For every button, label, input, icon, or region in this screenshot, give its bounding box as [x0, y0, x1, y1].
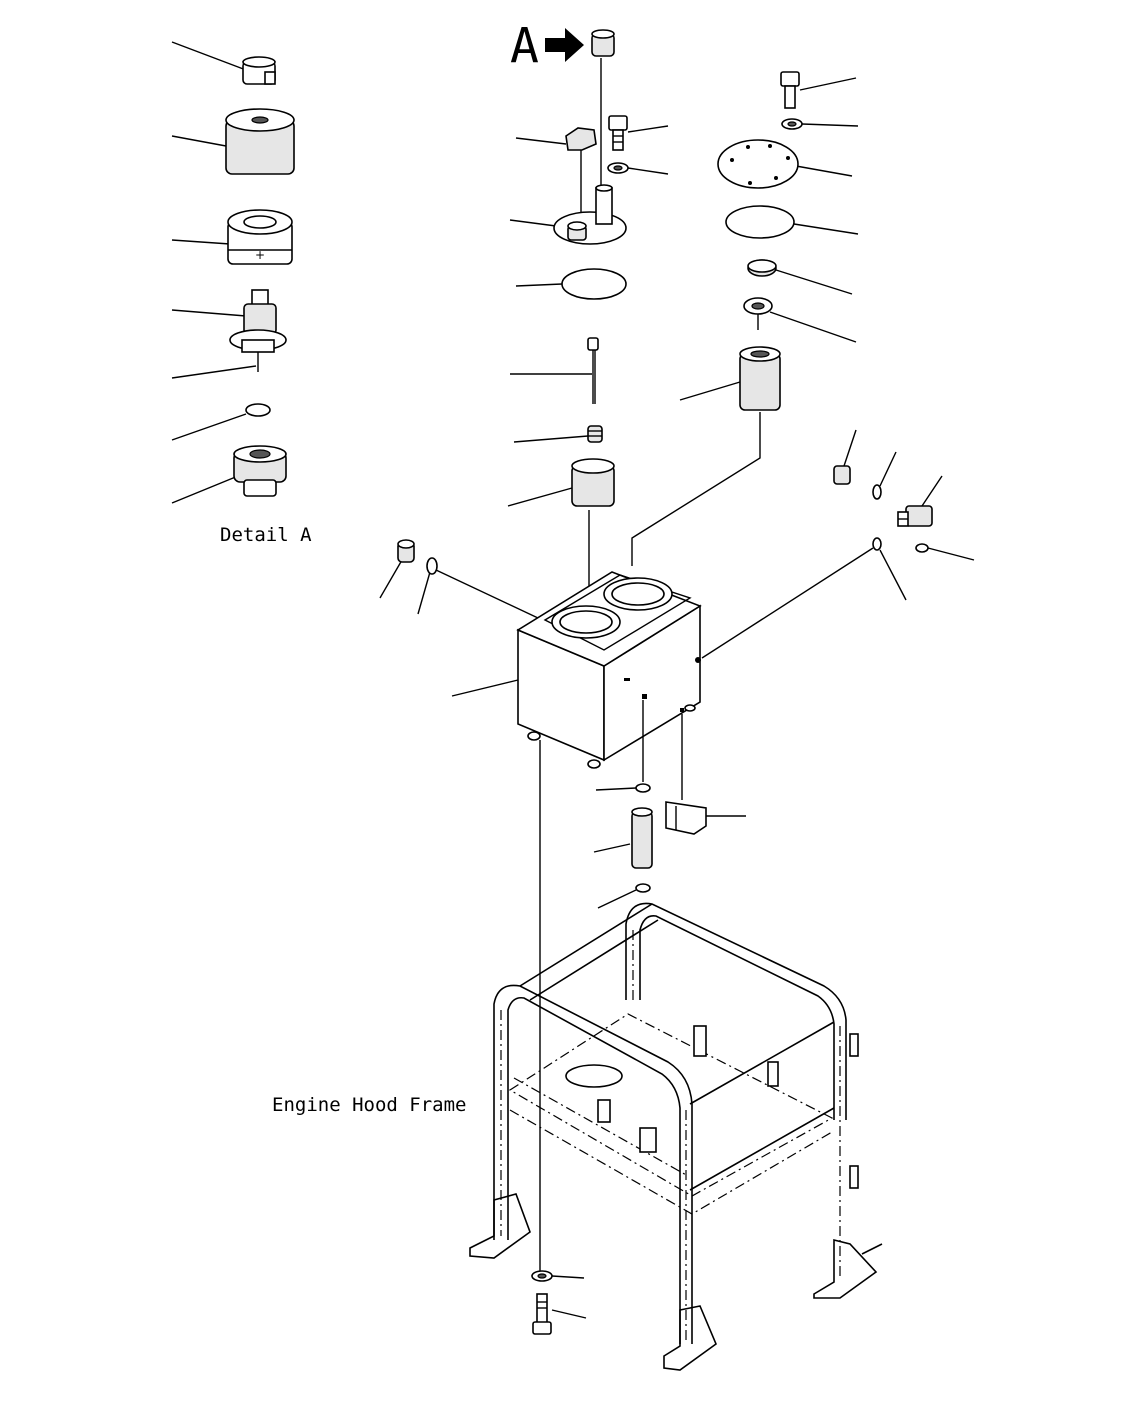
detail-o-ring	[171, 403, 271, 441]
head-plate	[509, 184, 627, 245]
sensor-o-ring-2	[915, 543, 975, 561]
detail-a-group: + Detail A	[171, 41, 312, 546]
pressure-sensor	[897, 475, 943, 527]
engine-hood-frame	[469, 902, 883, 1371]
detail-nut	[171, 445, 287, 504]
suction-strainer	[631, 346, 781, 566]
sensor-o-ring-1	[872, 451, 897, 500]
head-knob	[515, 127, 597, 216]
drain-group	[593, 783, 746, 909]
detail-strainer: +	[171, 209, 293, 265]
spring	[513, 425, 603, 443]
drain-pipe	[593, 807, 653, 869]
detail-valve	[171, 289, 287, 379]
engine-hood-frame-label: Engine Hood Frame	[272, 1094, 466, 1116]
head-bolt	[608, 115, 669, 151]
head-washer	[607, 162, 669, 175]
drain-o-ring-lower	[597, 883, 651, 909]
sensor-nut	[833, 429, 857, 485]
filter-head-group	[507, 29, 669, 604]
detail-cap	[171, 41, 276, 85]
dipstick	[510, 337, 599, 404]
cover-bolt	[780, 71, 857, 109]
mount-hardware	[531, 1270, 587, 1335]
drain-o-ring	[595, 783, 651, 793]
cover-seal	[747, 259, 853, 295]
detail-a-label: Detail A	[220, 524, 312, 546]
view-marker-letter: A	[510, 18, 539, 74]
cover-valve	[743, 297, 857, 343]
detail-filter-cylinder	[171, 108, 295, 175]
cover-gasket	[725, 205, 859, 239]
cover-plate	[717, 139, 853, 189]
head-o-ring	[515, 268, 627, 300]
cover-group	[631, 71, 859, 566]
breather-plug	[379, 539, 415, 599]
svg-text:+: +	[255, 248, 265, 262]
plug-o-ring	[417, 557, 539, 619]
sensor-group	[701, 429, 975, 659]
hydraulic-tank	[451, 571, 702, 1272]
drain-bracket	[665, 801, 746, 835]
return-filter	[507, 458, 615, 604]
top-fitting	[591, 29, 615, 186]
mount-bolt	[532, 1293, 587, 1335]
tank-side-fittings	[379, 539, 539, 619]
mount-washer	[531, 1270, 585, 1282]
sensor-o-ring-3	[701, 537, 907, 659]
view-arrow-icon	[545, 28, 584, 62]
cover-washer	[781, 118, 859, 130]
